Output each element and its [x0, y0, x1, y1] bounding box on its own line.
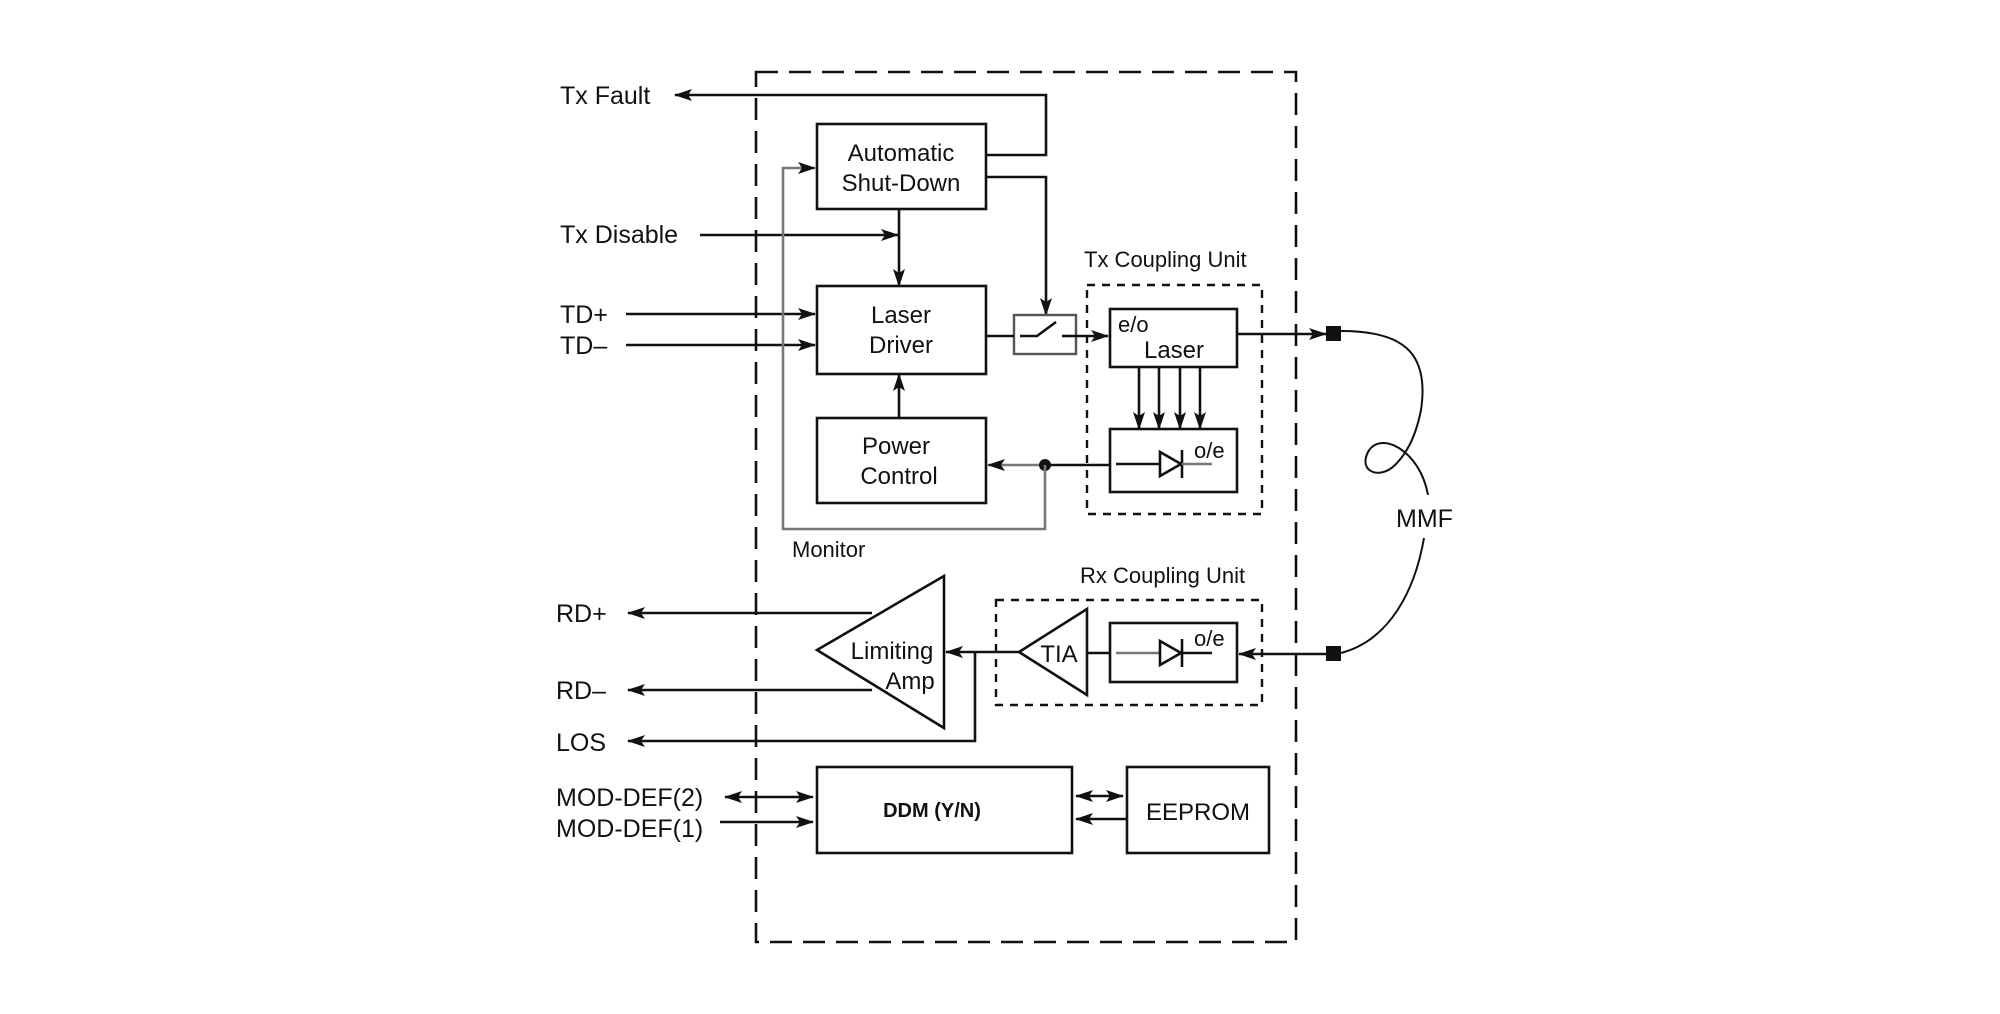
label-rd-plus: RD+	[556, 600, 607, 628]
label-mod-def-1: MOD-DEF(1)	[556, 815, 703, 843]
mmf-fiber-lower	[1340, 537, 1425, 654]
automatic-shutdown-block: Automatic Shut-Down	[815, 122, 988, 211]
svg-text:Amp: Amp	[885, 668, 934, 695]
label-rx-coupling-unit: Rx Coupling Unit	[1080, 563, 1245, 588]
svg-text:Limiting: Limiting	[851, 638, 934, 665]
fiber-connector-tx	[1326, 326, 1341, 341]
label-tx-disable: Tx Disable	[560, 221, 678, 249]
laser-block: e/o Laser	[1108, 307, 1239, 369]
fiber-connector-rx	[1326, 646, 1341, 661]
mmf-fiber	[1340, 330, 1429, 496]
label-td-plus: TD+	[560, 301, 608, 329]
eeprom-block: EEPROM	[1125, 765, 1271, 855]
limiting-amp-block: Limiting Amp	[814, 573, 946, 731]
label-rd-minus: RD–	[556, 677, 606, 705]
label-los: LOS	[556, 729, 606, 757]
tx-switch	[1012, 313, 1078, 356]
module-boundary	[754, 70, 1298, 944]
svg-text:DDM (Y/N): DDM (Y/N)	[883, 800, 981, 822]
laser-driver-block: Laser Driver	[815, 284, 988, 376]
ddm-block: DDM (Y/N)	[815, 765, 1074, 855]
svg-text:Laser: Laser	[1144, 337, 1204, 364]
tia-block: TIA	[1016, 606, 1089, 698]
svg-text:e/o: e/o	[1118, 312, 1149, 337]
svg-text:Automatic: Automatic	[848, 140, 955, 167]
label-tx-coupling-unit: Tx Coupling Unit	[1084, 247, 1247, 272]
wire-tx-fault	[674, 89, 1048, 157]
svg-text:Power: Power	[862, 433, 930, 460]
wire-monitor-loop	[781, 162, 1047, 531]
svg-text:TIA: TIA	[1040, 641, 1077, 668]
svg-text:Laser: Laser	[871, 302, 931, 329]
monitor-photodiode-block: o/e	[1108, 427, 1239, 494]
svg-text:o/e: o/e	[1194, 438, 1225, 463]
svg-text:Driver: Driver	[869, 332, 933, 359]
laser-to-monitor-arrows	[1133, 367, 1206, 430]
label-monitor: Monitor	[792, 537, 865, 562]
label-mod-def-2: MOD-DEF(2)	[556, 784, 703, 812]
svg-text:Control: Control	[860, 463, 937, 490]
label-mmf: MMF	[1396, 505, 1453, 533]
power-control-block: Power Control	[815, 416, 988, 505]
svg-text:EEPROM: EEPROM	[1146, 799, 1250, 826]
tx-coupling-unit-boundary	[1085, 283, 1264, 516]
wire-asd-to-switch	[986, 175, 1052, 316]
rx-photodiode-block: o/e	[1108, 621, 1239, 684]
wire-los	[627, 652, 977, 747]
svg-text:o/e: o/e	[1194, 626, 1225, 651]
svg-text:Shut-Down: Shut-Down	[842, 170, 961, 197]
label-tx-fault: Tx Fault	[560, 82, 650, 110]
label-td-minus: TD–	[560, 332, 607, 360]
rx-coupling-unit-boundary	[994, 598, 1264, 707]
